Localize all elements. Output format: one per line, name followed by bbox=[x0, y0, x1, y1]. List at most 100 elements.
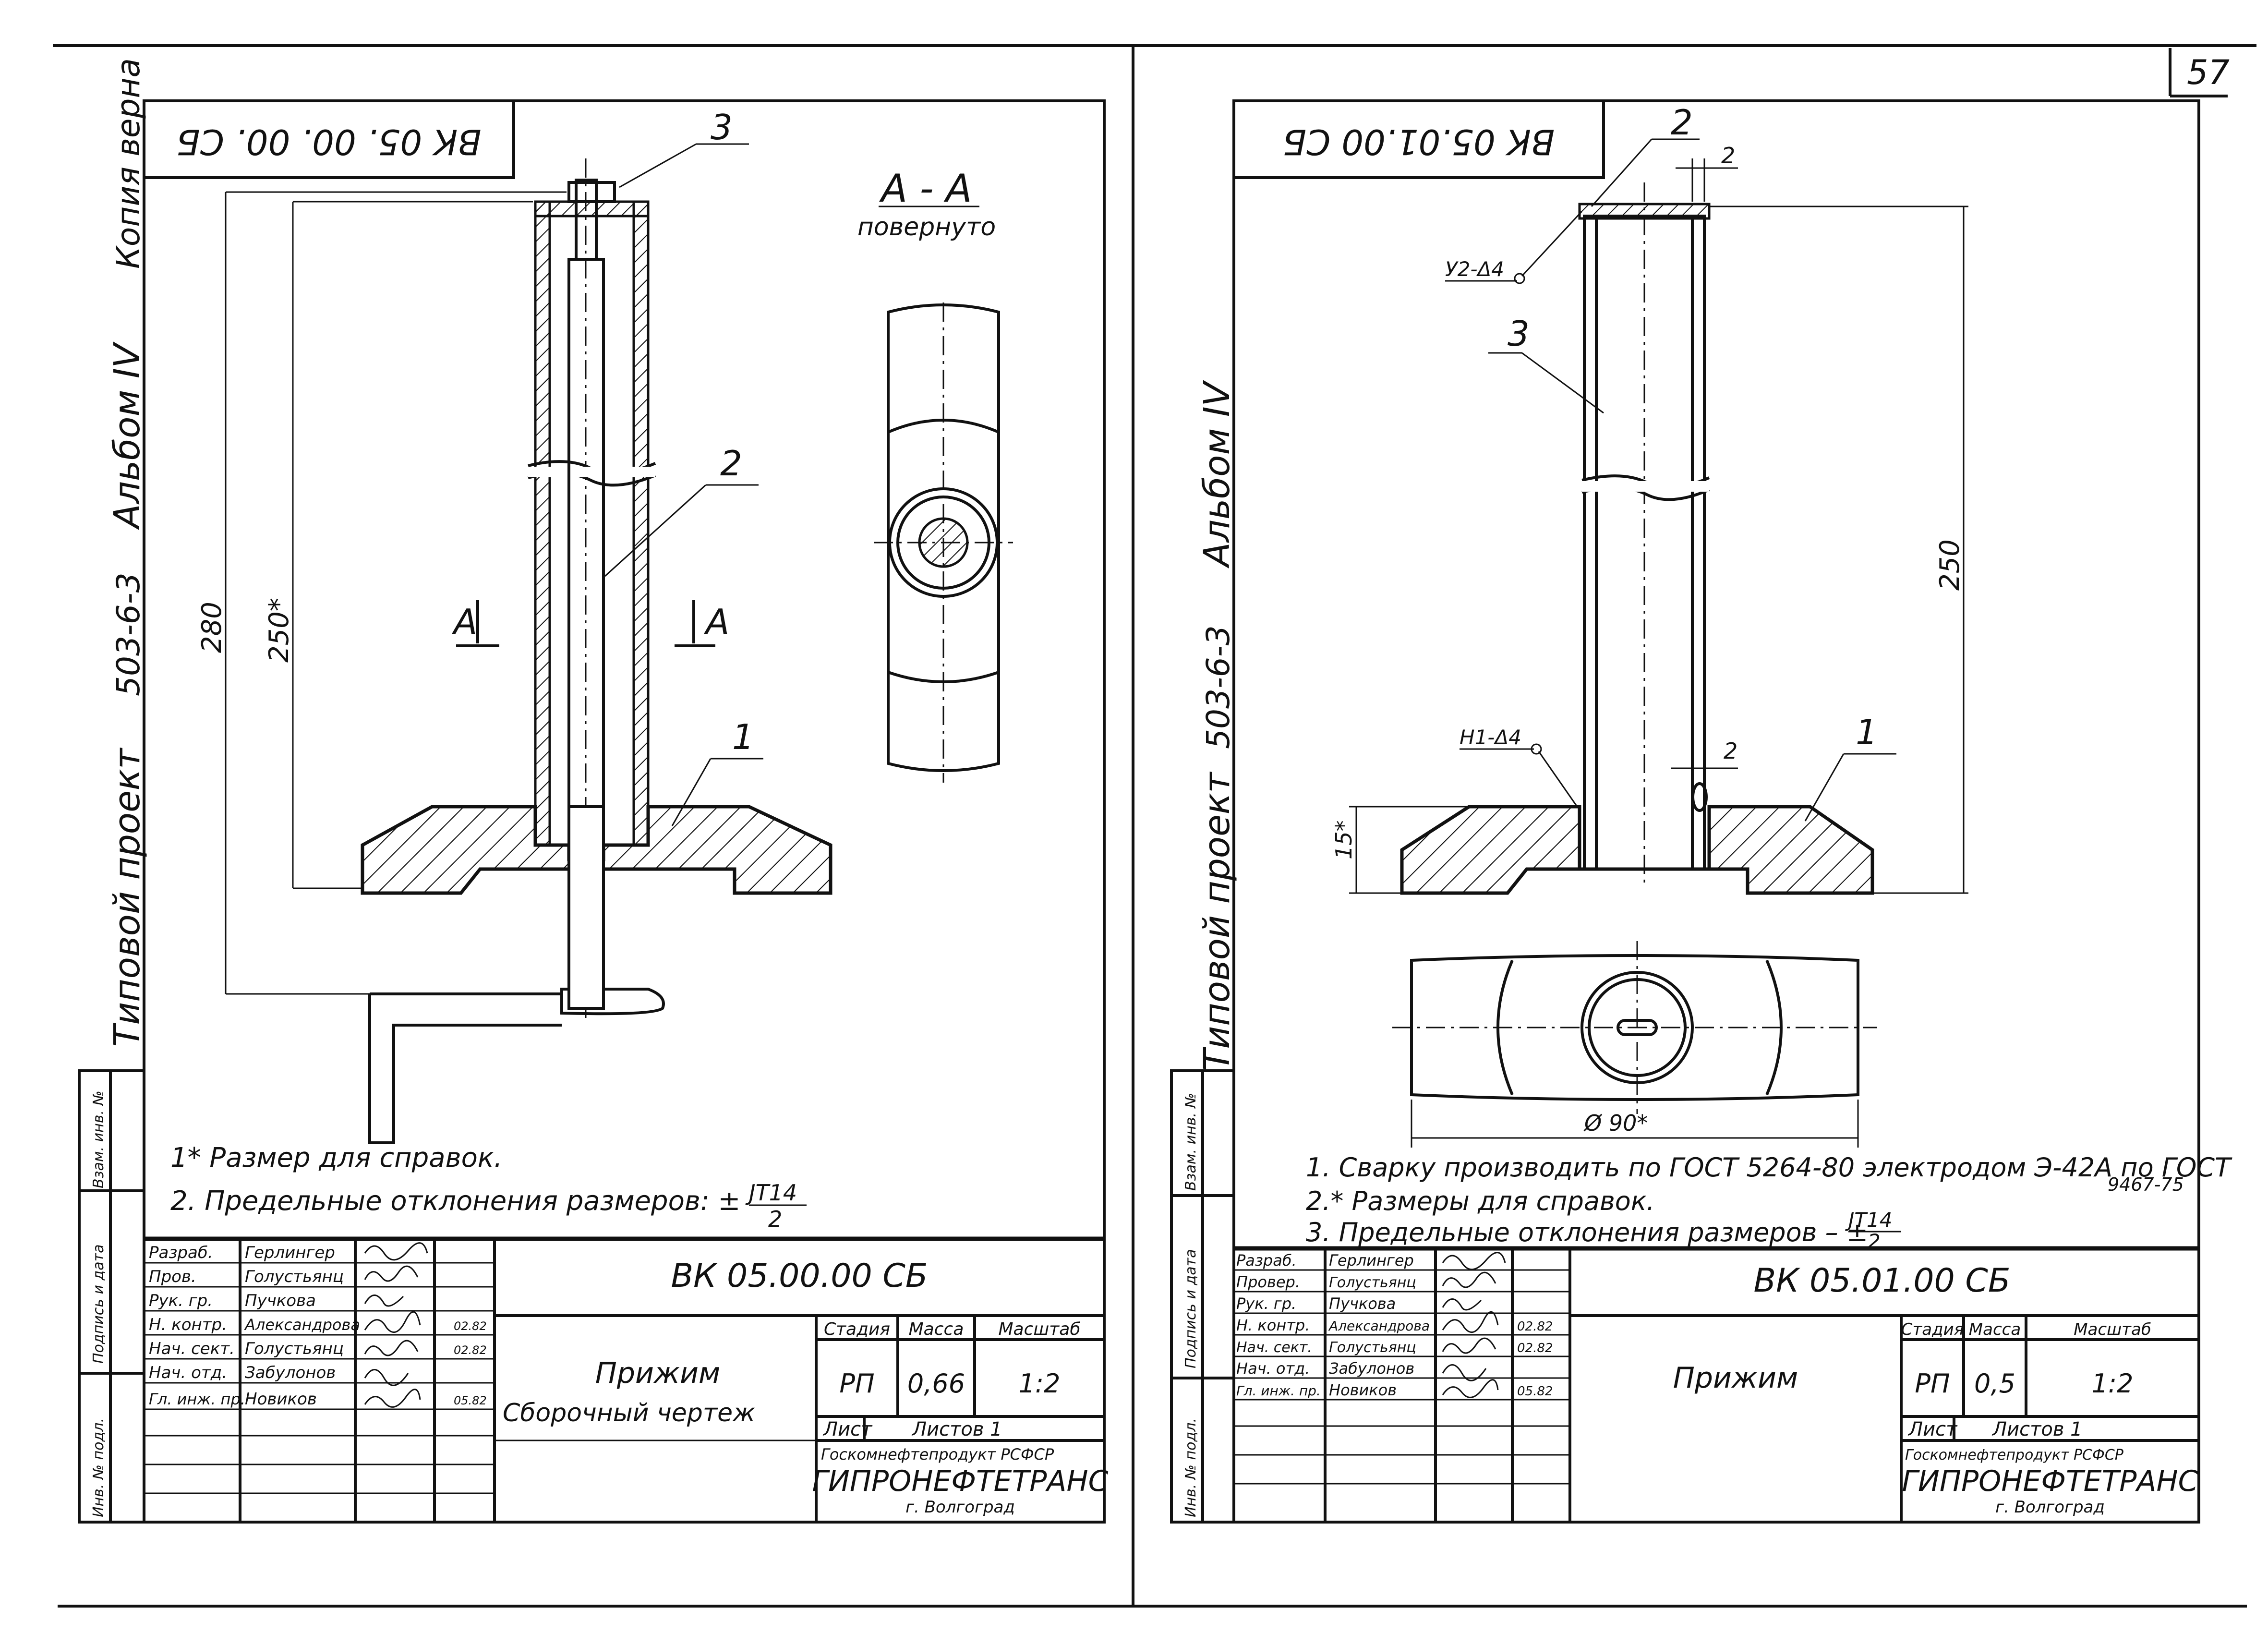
right-dim-250: 250 bbox=[1934, 539, 1966, 591]
right-tb-name: Забулонов bbox=[1329, 1359, 1414, 1378]
signature bbox=[1442, 1271, 1496, 1288]
right-callout-1: 1 bbox=[1856, 712, 1878, 752]
left-tube-wall-right bbox=[632, 200, 650, 847]
signature bbox=[1442, 1252, 1506, 1270]
right-base bbox=[1400, 805, 1874, 895]
right-margin-vzam: Взам. инв. № bbox=[1182, 1093, 1199, 1191]
right-tb-mass-header: Масса bbox=[1969, 1320, 2021, 1339]
left-angle bbox=[368, 992, 562, 1144]
left-tb-sheet: Лист bbox=[822, 1418, 873, 1440]
right-callout-3: 3 bbox=[1508, 314, 1530, 354]
left-sheet-frame bbox=[143, 99, 1106, 1524]
left-tb-date: 05.82 bbox=[454, 1394, 487, 1407]
left-tb-name: Александрова bbox=[244, 1316, 360, 1334]
left-tb-role: Пров. bbox=[149, 1267, 196, 1286]
right-sheet-frame bbox=[1232, 99, 2200, 1524]
right-title-block: Разраб. Провер. Рук. гр. Н. контр. Нач. … bbox=[1232, 1246, 2199, 1522]
left-tb-name: Забулонов bbox=[245, 1363, 336, 1382]
section-rod bbox=[918, 517, 969, 568]
right-tb-role: Гл. инж. пр. bbox=[1236, 1383, 1321, 1399]
right-note-2: 2.* Размеры для справок. bbox=[1306, 1186, 1655, 1216]
left-tb-city: г. Волгоград bbox=[905, 1498, 1015, 1517]
left-tb-stage-header: Стадия bbox=[824, 1319, 890, 1339]
right-tube-cap bbox=[1578, 203, 1711, 220]
left-tb-stage: РП bbox=[839, 1368, 874, 1399]
right-tb-role: Н. контр. bbox=[1236, 1316, 1310, 1334]
signature bbox=[364, 1389, 421, 1408]
right-tb-name: Новиков bbox=[1329, 1381, 1397, 1399]
right-side-album: Альбом IV bbox=[1196, 380, 1238, 568]
left-rotated-code: ВК 05. 00. 00. СБ bbox=[176, 121, 481, 162]
left-title-block: Разраб. Пров. Рук. гр. Н. контр. Нач. се… bbox=[144, 1236, 1109, 1522]
right-tb-name-title: Прижим bbox=[1673, 1361, 1798, 1395]
left-tb-scale: 1:2 bbox=[1019, 1368, 1061, 1399]
signature bbox=[1442, 1379, 1499, 1398]
left-side-code: 503-6-3 bbox=[110, 572, 147, 696]
right-callout-2: 2 bbox=[1671, 102, 1693, 143]
right-dim-15: 15* bbox=[1331, 820, 1357, 859]
right-margin-podpis: Подпись и дата bbox=[1182, 1249, 1199, 1369]
left-tube-wall-left bbox=[534, 200, 551, 847]
left-code-box bbox=[143, 99, 515, 179]
left-tb-role: Нач. отд. bbox=[149, 1363, 227, 1382]
right-tb-role: Провер. bbox=[1236, 1273, 1300, 1291]
left-tb-role: Разраб. bbox=[149, 1243, 213, 1262]
signature bbox=[364, 1294, 404, 1307]
right-tb-city: г. Волгоград bbox=[1995, 1498, 2105, 1517]
left-tb-mass-header: Масса bbox=[909, 1319, 964, 1339]
left-tb-desc: Сборочный чертеж bbox=[503, 1399, 755, 1427]
right-weld-top: У2-Δ4 bbox=[1445, 257, 1504, 281]
section-subtitle: повернуто bbox=[857, 213, 996, 242]
left-tb-name: Голустьянц bbox=[245, 1339, 344, 1358]
left-margin-podpis: Подпись и дата bbox=[90, 1245, 107, 1364]
left-tb-org: Госкомнефтепродукт РСФСР bbox=[821, 1445, 1054, 1464]
left-tb-name: Голустьянц bbox=[245, 1267, 344, 1286]
right-note-1: 1. Сварку производить по ГОСТ 5264-80 эл… bbox=[1306, 1152, 2232, 1183]
left-tb-role: Рук. гр. bbox=[149, 1291, 213, 1310]
right-tb-date: 02.82 bbox=[1517, 1341, 1553, 1355]
signature bbox=[364, 1340, 419, 1356]
signature bbox=[1442, 1298, 1482, 1311]
left-dim-250: 250* bbox=[264, 598, 295, 663]
right-sheet: ВК 05.01.00 СБ Типовой проект 503-6-3 Ал… bbox=[1170, 99, 2232, 1524]
left-tb-role: Нач. сект. bbox=[149, 1339, 235, 1358]
right-tb-role: Рук. гр. bbox=[1236, 1294, 1296, 1313]
left-side-project: Типовой проект bbox=[107, 748, 148, 1047]
right-tb-name: Герлингер bbox=[1329, 1251, 1414, 1270]
right-tb-mass: 0,5 bbox=[1974, 1368, 2015, 1399]
left-side-copy: Копия верна bbox=[110, 58, 147, 269]
left-margin-inv: Инв. № подл. bbox=[90, 1418, 107, 1517]
right-note-gost: 9467-75 bbox=[2108, 1174, 2184, 1195]
right-tb-scale-header: Масштаб bbox=[2074, 1320, 2151, 1339]
left-tb-date: 02.82 bbox=[454, 1319, 487, 1333]
left-tb-mass: 0,66 bbox=[907, 1368, 965, 1399]
right-weld-bottom: Н1-Δ4 bbox=[1460, 726, 1521, 749]
right-tb-name: Голустьянц bbox=[1329, 1274, 1416, 1291]
left-sheet: ВК 05. 00. 00. СБ Типовой проект 503-6-3… bbox=[78, 58, 1109, 1524]
section-title: А - А bbox=[879, 166, 972, 211]
right-tb-stage-header: Стадия bbox=[1901, 1320, 1964, 1339]
left-tb-sheets: Листов 1 bbox=[911, 1418, 1002, 1440]
right-tb-org: Госкомнефтепродукт РСФСР bbox=[1905, 1447, 2124, 1464]
left-tol-num: JT14 bbox=[745, 1180, 797, 1206]
left-margin-vzam: Взам. инв. № bbox=[90, 1090, 107, 1188]
right-tb-institute: ГИПРОНЕФТЕТРАНС bbox=[1902, 1464, 2198, 1498]
left-tb-name: Герлингер bbox=[245, 1243, 335, 1262]
signature bbox=[364, 1242, 428, 1261]
right-tb-stage: РП bbox=[1915, 1368, 1950, 1399]
right-tb-date: 02.82 bbox=[1517, 1319, 1553, 1334]
right-code-box bbox=[1232, 99, 1605, 179]
right-dim-gap-top: 2 bbox=[1721, 143, 1735, 169]
signature bbox=[1442, 1337, 1496, 1354]
left-tb-code: ВК 05.00.00 СБ bbox=[671, 1257, 928, 1295]
left-note-1: 1* Размер для справок. bbox=[170, 1142, 503, 1173]
left-callout-3: 3 bbox=[711, 107, 733, 147]
left-tube-cap bbox=[534, 200, 650, 218]
signature bbox=[1442, 1364, 1487, 1381]
left-tb-institute: ГИПРОНЕФТЕТРАНС bbox=[812, 1464, 1109, 1498]
right-tb-scale: 1:2 bbox=[2092, 1368, 2134, 1399]
left-tb-role: Н. контр. bbox=[149, 1315, 227, 1334]
left-tb-date: 02.82 bbox=[454, 1343, 487, 1357]
page-number: 57 bbox=[2187, 53, 2230, 92]
